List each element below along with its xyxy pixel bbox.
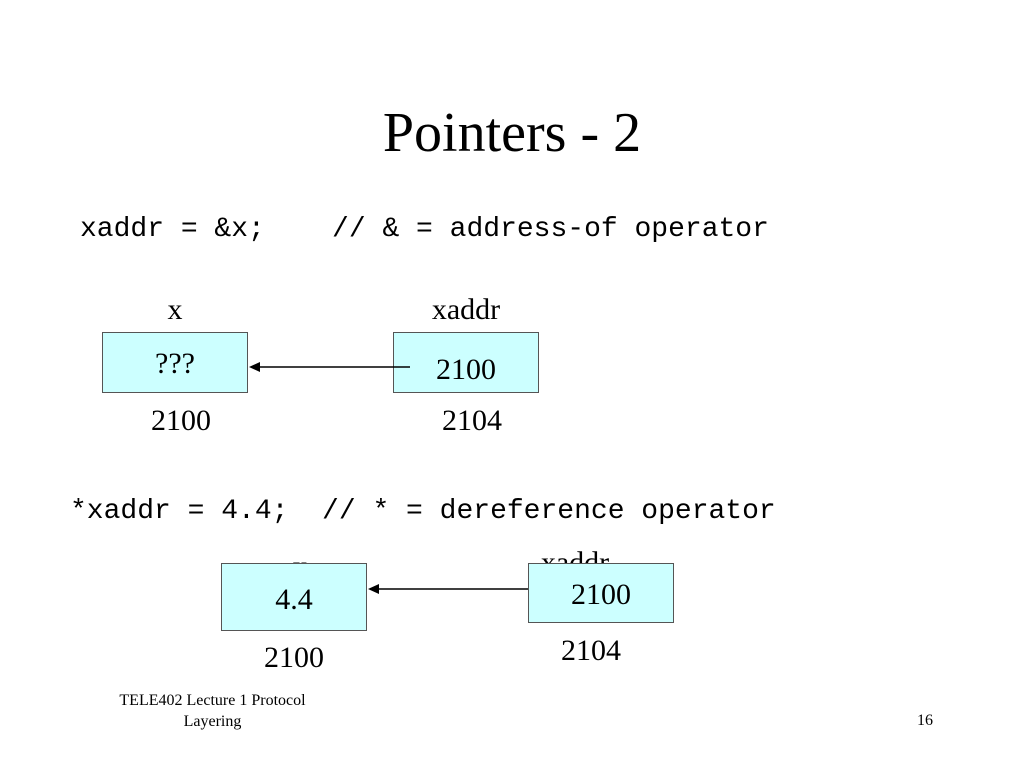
xaddr-variable-label: xaddr xyxy=(431,293,501,326)
pointer-arrow-1 xyxy=(249,362,410,372)
x-memory-box-2: 4.4 xyxy=(221,563,367,631)
address-of-code-line: xaddr = &x; // & = address-of operator xyxy=(80,214,769,245)
pointer-arrow-2 xyxy=(368,584,528,594)
slide-title: Pointers - 2 xyxy=(382,102,642,164)
xaddr-memory-box-2: 2100 xyxy=(528,563,674,623)
x-box-value-2: 4.4 xyxy=(275,583,313,616)
x-memory-box: ??? xyxy=(102,332,248,393)
xaddr-variable-label-2: xaddr xyxy=(540,546,610,563)
x-variable-label: x xyxy=(167,293,183,326)
x-address-label-2: 2100 xyxy=(264,641,324,674)
x-address-label: 2100 xyxy=(151,404,211,437)
dereference-code-line: *xaddr = 4.4; // * = dereference operato… xyxy=(70,496,776,527)
xaddr-memory-box: 2100 xyxy=(393,332,539,393)
x-box-value: ??? xyxy=(155,347,195,380)
xaddr-box-value: 2100 xyxy=(436,353,496,386)
footer-course-title: TELE402 Lecture 1 Protocol Layering xyxy=(119,692,306,730)
xaddr-address-label-2: 2104 xyxy=(561,634,621,667)
xaddr-address-label: 2104 xyxy=(442,404,502,437)
xaddr-box-value-2: 2100 xyxy=(571,578,631,611)
slide-page-number: 16 xyxy=(917,712,933,729)
